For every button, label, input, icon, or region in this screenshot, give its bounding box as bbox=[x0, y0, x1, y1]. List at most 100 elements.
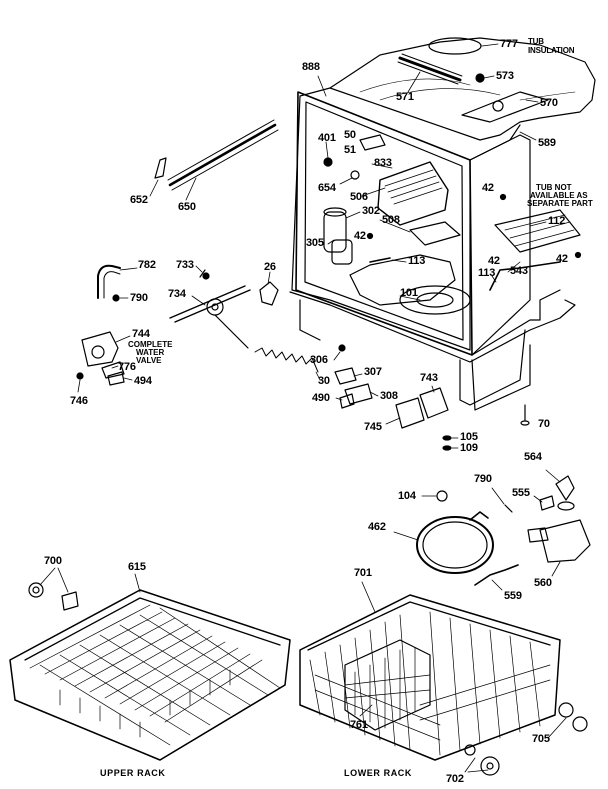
callout-652: 652 bbox=[130, 194, 148, 206]
leader-744 bbox=[115, 335, 131, 343]
callout-790-left: 790 bbox=[130, 292, 148, 304]
callout-306: 306 bbox=[310, 354, 328, 366]
clip-494 bbox=[107, 371, 125, 386]
adjuster-700a-center bbox=[32, 586, 40, 594]
adjuster-700b bbox=[61, 591, 79, 611]
wheel-705b bbox=[572, 716, 588, 732]
cap-104 bbox=[436, 490, 448, 502]
leader-305 bbox=[327, 239, 335, 245]
leader-494 bbox=[123, 377, 133, 381]
washer-105 bbox=[442, 435, 452, 441]
callout-745: 745 bbox=[364, 421, 382, 433]
leader-761 bbox=[359, 704, 373, 717]
washer-790 bbox=[112, 294, 120, 302]
screw-306 bbox=[338, 344, 346, 352]
upper-rack-caption: UPPER RACK bbox=[100, 768, 166, 778]
insulation-shading bbox=[359, 78, 576, 101]
leader-555 bbox=[533, 495, 543, 503]
upper-rack-top-rim bbox=[24, 597, 281, 661]
tub-not-note-1: TUB NOT bbox=[536, 183, 572, 192]
leader-589 bbox=[519, 131, 537, 141]
washer-109 bbox=[442, 445, 452, 451]
callout-26: 26 bbox=[264, 261, 276, 273]
callout-790-right: 790 bbox=[474, 473, 492, 485]
part-42b bbox=[499, 193, 507, 201]
leader-702 bbox=[464, 757, 489, 773]
leader-401 bbox=[325, 141, 329, 159]
right-bracket-detail bbox=[504, 214, 575, 247]
callout-104: 104 bbox=[398, 490, 416, 502]
leader-101 bbox=[399, 295, 421, 301]
callout-105: 105 bbox=[460, 431, 478, 443]
callout-42-right: 42 bbox=[556, 253, 568, 265]
leader-734 bbox=[191, 295, 206, 306]
tub-front-frame-inner bbox=[304, 101, 464, 341]
spring-790b bbox=[504, 504, 513, 513]
leader-650 bbox=[185, 177, 197, 201]
upper-rack-wires bbox=[29, 604, 281, 746]
callout-650: 650 bbox=[178, 201, 196, 213]
callout-888: 888 bbox=[302, 61, 320, 73]
pump-560-port bbox=[527, 527, 549, 543]
drain-parts bbox=[416, 475, 591, 586]
leader-700a bbox=[39, 567, 56, 586]
callout-508: 508 bbox=[382, 214, 400, 226]
callout-570: 570 bbox=[540, 97, 558, 109]
callout-761: 761 bbox=[350, 719, 368, 731]
lower-rack bbox=[299, 581, 588, 776]
leader-652 bbox=[149, 179, 159, 197]
wheel-702a bbox=[464, 744, 476, 756]
leader-560 bbox=[551, 561, 561, 577]
heater-element bbox=[349, 254, 456, 306]
adjuster-700a bbox=[28, 582, 44, 598]
hose-782 bbox=[97, 264, 121, 299]
leader-306 bbox=[333, 351, 341, 361]
door-gasket-650 bbox=[168, 123, 277, 187]
drain-hose-462-end bbox=[469, 511, 489, 521]
wheel-705a bbox=[558, 702, 574, 718]
complete-valve-note-1: COMPLETE bbox=[128, 340, 173, 349]
spray-arm bbox=[409, 221, 461, 246]
leader-113b bbox=[491, 275, 497, 283]
leader-302 bbox=[345, 211, 361, 219]
callout-654: 654 bbox=[318, 182, 336, 194]
upper-rack-tines bbox=[59, 669, 231, 738]
door-switch-743 bbox=[419, 387, 449, 419]
dispenser-slats bbox=[384, 169, 443, 205]
float-564 bbox=[555, 475, 575, 501]
leader-490 bbox=[335, 397, 343, 401]
pulley-734-center bbox=[211, 303, 219, 311]
callout-494: 494 bbox=[134, 375, 152, 387]
leader-700b bbox=[57, 567, 69, 593]
sump-inner bbox=[416, 292, 454, 308]
pump-560 bbox=[539, 519, 591, 563]
leader-833 bbox=[371, 163, 393, 169]
screw-746 bbox=[76, 372, 84, 380]
leader-113a bbox=[391, 259, 407, 263]
callout-700: 700 bbox=[44, 555, 62, 567]
cord-734-tail bbox=[214, 314, 249, 349]
callout-42-center: 42 bbox=[354, 230, 366, 242]
callout-559: 559 bbox=[504, 590, 522, 602]
tub-insulation bbox=[329, 37, 596, 141]
door-gasket-650-edge bbox=[167, 119, 279, 191]
callout-506: 506 bbox=[350, 191, 368, 203]
leveling-leg-70-foot bbox=[520, 420, 530, 426]
leader-571 bbox=[407, 71, 421, 93]
tub-right-wall bbox=[469, 134, 531, 356]
leader-308 bbox=[369, 391, 379, 397]
motor bbox=[331, 239, 353, 265]
wheel-702b-hub bbox=[486, 762, 494, 770]
upper-rack-outline bbox=[9, 589, 291, 761]
leader-lines bbox=[77, 43, 567, 739]
center-parts bbox=[334, 344, 530, 451]
lower-rack-bottom bbox=[299, 704, 556, 761]
leader-307 bbox=[353, 373, 363, 377]
upper-rack-bottom bbox=[14, 684, 286, 761]
callout-30: 30 bbox=[318, 375, 330, 387]
latch-26 bbox=[259, 281, 279, 306]
spring-30 bbox=[254, 347, 319, 373]
complete-valve-note-2: WATER bbox=[136, 348, 165, 357]
leader-782 bbox=[119, 267, 138, 271]
